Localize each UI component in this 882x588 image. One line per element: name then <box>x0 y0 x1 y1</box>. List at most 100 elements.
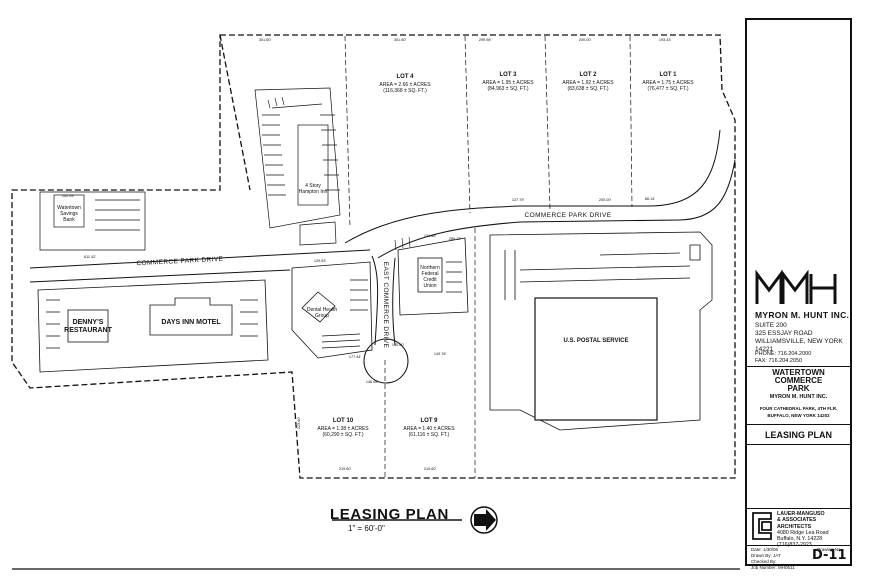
dental-label-2: Group <box>315 313 329 319</box>
dimension-label: 102.09' <box>62 194 75 198</box>
project-name-2: COMMERCE <box>774 376 823 385</box>
credit-union-label-3: Credit <box>423 277 437 283</box>
lot-3-name: LOT 3 <box>499 72 517 78</box>
dimension-label: 86.14' <box>645 197 656 201</box>
dimension-label: 127.79' <box>512 198 525 202</box>
lot-10-name: LOT 10 <box>333 418 354 424</box>
bank-label-3: Bank <box>63 217 75 223</box>
dimension-label: 299.98' <box>479 38 492 42</box>
checked-by-label: Checked By: <box>751 559 777 564</box>
dimension-label: 129.83' <box>314 259 327 263</box>
hampton-inn-site <box>254 87 341 246</box>
drawing-meta: Date: 1/30/06 Drawn By: JAT Checked By: … <box>751 547 795 571</box>
dimension-label: 131.88' <box>424 234 437 238</box>
commerce-park-drive-east-label: COMMERCE PARK DRIVE <box>525 212 612 219</box>
dimension-label: 301.60' <box>394 38 407 42</box>
credit-union-label-2: Federal <box>422 271 439 277</box>
lot-lines <box>344 35 633 478</box>
dimension-label: 146.08' <box>366 380 379 384</box>
lot-1-sqft: (76,477 ± SQ. FT.) <box>647 86 688 92</box>
drawing-number: D-11 <box>812 548 847 563</box>
lot-10-block: LOT 10 AREA = 1.38 ± ACRES (60,290 ± SQ.… <box>317 418 369 438</box>
lot-1-name: LOT 1 <box>659 72 677 78</box>
dimension-label: 177.44' <box>349 355 362 359</box>
drawn-by-label: Drawn By: <box>751 553 772 558</box>
dennys-label-1: DENNY'S <box>73 319 104 326</box>
drawn-by-value: JAT <box>773 553 781 558</box>
dimension-label: 143.78' <box>434 352 447 356</box>
drawing-title: LEASING PLAN <box>330 506 449 523</box>
lot-3-area: AREA = 1.95 ± ACRES <box>482 80 534 86</box>
dimension-label: 611.42' <box>84 255 96 259</box>
bank-label-1: Watertown <box>57 205 81 211</box>
dennys-daysinn-site <box>37 279 269 373</box>
credit-union-site <box>397 237 469 316</box>
divider <box>747 545 850 546</box>
firm-fax: FAX: 716.204.2050 <box>755 358 803 364</box>
dimension-label: 219.60' <box>339 467 352 471</box>
dimension-label: 286.72' <box>449 237 462 241</box>
job-number-value: MH0511 <box>778 565 795 570</box>
dimension-label: 223.60' <box>297 417 301 430</box>
lot-9-name: LOT 9 <box>420 418 438 424</box>
property-boundary <box>11 34 736 479</box>
firm-name: MYRON M. HUNT INC. <box>755 310 850 320</box>
parking-marks <box>267 96 411 251</box>
drawing-no-label: Drawing No. <box>817 547 842 552</box>
lot-3-block: LOT 3 AREA = 1.95 ± ACRES (84,963 ± SQ. … <box>482 72 534 92</box>
dimension-label: 210.60' <box>424 467 437 471</box>
architect-name-2: & ASSOCIATES <box>777 517 817 524</box>
lot-4-block: LOT 4 AREA = 2.66 ± ACRES (116,368 ± SQ.… <box>379 74 431 94</box>
dimension-label: 193.43' <box>659 38 672 42</box>
lot-4-sqft: (116,368 ± SQ. FT.) <box>383 88 427 94</box>
drawing-scale: 1" = 60'-0" <box>348 524 385 533</box>
project-addr-2: BUFFALO, NEW YORK 14202 <box>767 413 830 418</box>
lot-1-block: LOT 1 AREA = 1.75 ± ACRES (76,477 ± SQ. … <box>642 72 694 92</box>
lot-3-sqft: (84,963 ± SQ. FT.) <box>487 86 528 92</box>
east-commerce-drive-label: EAST COMMERCE DRIVE <box>382 262 389 349</box>
lot-9-block: LOT 9 AREA = 1.40 ± ACRES (61,116 ± SQ. … <box>403 418 455 438</box>
hampton-inn-label-2: Hampton Inn <box>299 189 328 195</box>
dental-site <box>291 261 373 359</box>
lot-9-area: AREA = 1.40 ± ACRES <box>403 426 455 432</box>
lot-1-area: AREA = 1.75 ± ACRES <box>642 80 694 86</box>
commerce-park-drive-west <box>29 249 371 283</box>
lot-2-sqft: (83,638 ± SQ. FT.) <box>567 86 608 92</box>
credit-union-label-1: Northern <box>420 265 440 271</box>
divider <box>747 444 850 445</box>
project-name-1: WATERTOWN <box>772 368 825 377</box>
lot-2-block: LOT 2 AREA = 1.92 ± ACRES (83,638 ± SQ. … <box>562 72 614 92</box>
commerce-park-drive-east <box>344 129 736 259</box>
lot-2-area: AREA = 1.92 ± ACRES <box>562 80 614 86</box>
sheet-title: LEASING PLAN <box>764 430 832 440</box>
firm-city: WILLIAMSVILLE, NEW YORK 14221 <box>755 338 843 353</box>
postal-site <box>489 231 713 431</box>
firm-suite: SUITE 200 <box>755 322 787 329</box>
project-name-3: PARK <box>787 384 810 393</box>
dimension-label: 200.00' <box>579 38 592 42</box>
architect-name-3: ARCHITECTS <box>777 523 812 530</box>
date-value: 1/30/06 <box>763 547 779 552</box>
dimension-label: 140.00' <box>392 343 405 347</box>
firm-street: 325 ESSJAY ROAD <box>755 330 813 337</box>
dimension-labels: 301.60' 301.60' 299.98' 200.00' 193.43' 200.0… <box>62 38 672 471</box>
lot-10-sqft: (60,290 ± SQ. FT.) <box>322 432 363 438</box>
job-number-label: Job Number: <box>751 565 777 570</box>
project-owner: MYRON M. HUNT INC. <box>769 394 828 400</box>
divider <box>747 366 850 367</box>
title-block: MYRON M. HUNT INC. SUITE 200 325 ESSJAY … <box>745 18 852 570</box>
lot-9-sqft: (61,116 ± SQ. FT.) <box>409 432 450 438</box>
north-arrow <box>470 506 498 534</box>
lot-2-name: LOT 2 <box>579 72 597 78</box>
architect-addr-1: 4080 Ridge Lea Road <box>777 529 829 536</box>
divider <box>747 508 850 509</box>
bank-site <box>39 191 146 251</box>
firm-logo <box>755 270 843 306</box>
dental-label-1: Dental Health <box>307 307 338 313</box>
dimension-label: 301.60' <box>259 38 272 42</box>
architect-logo <box>752 512 772 540</box>
architect-block: LAUER-MANGUSO & ASSOCIATES ARCHITECTS 40… <box>777 511 829 549</box>
dimension-label: 200.00' <box>599 198 612 202</box>
date-label: Date: <box>751 547 762 552</box>
